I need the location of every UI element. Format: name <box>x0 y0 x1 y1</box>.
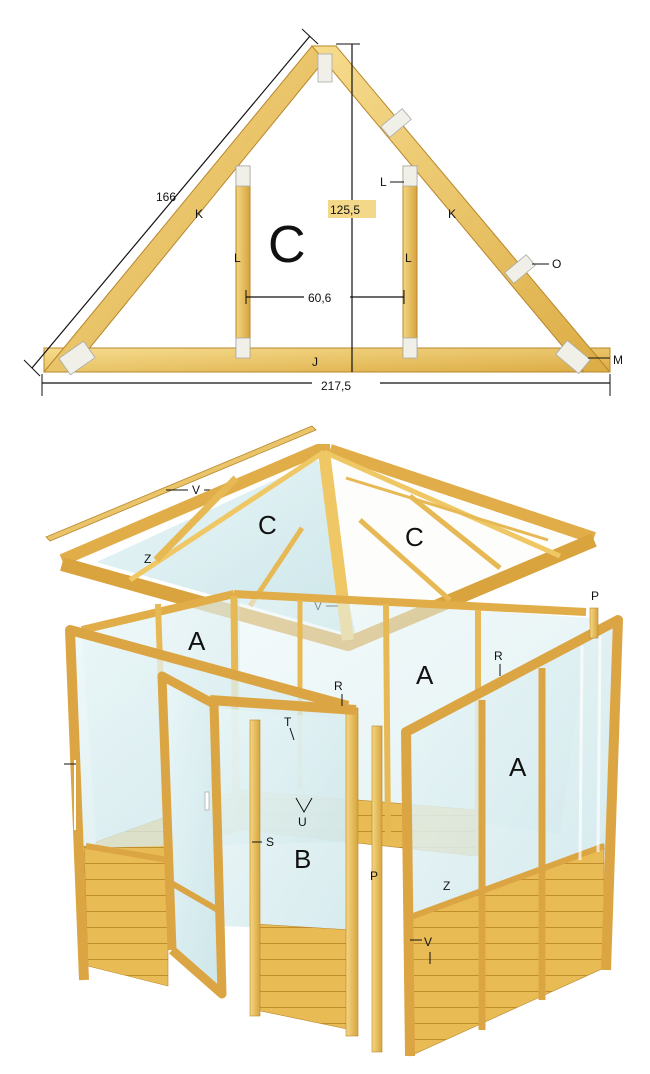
left-rafter <box>42 45 338 373</box>
label-s: S <box>266 835 274 849</box>
tie-beam <box>43 347 611 373</box>
left-post-top-plate <box>235 165 251 187</box>
right-wall-panel: A R Z V P <box>401 589 623 1057</box>
door-handle <box>204 791 210 811</box>
front-wall-door-post <box>249 719 261 1017</box>
front-wall-glass <box>216 708 354 930</box>
height-value: 125,5 <box>330 203 360 217</box>
rafter-splice-plate <box>380 108 412 138</box>
plate-o-label: O <box>552 257 561 271</box>
rafter-length-value: 166 <box>156 190 176 204</box>
wall-panel-label-left: A <box>188 626 206 656</box>
label-z-right: Z <box>443 879 450 893</box>
label-r-right: R <box>494 649 503 663</box>
wall-panel-label-right: A <box>509 752 527 782</box>
label-u: U <box>298 815 307 829</box>
tie-label: J <box>312 355 318 369</box>
front-wall-right-post <box>345 707 359 1037</box>
label-v-ridge: V <box>192 483 200 497</box>
label-p-back: P <box>591 589 599 603</box>
front-wall-plinth <box>255 923 353 1031</box>
label-v-right: V <box>424 935 432 949</box>
left-heel-plate <box>58 340 96 376</box>
right-wall-frame <box>401 615 623 1057</box>
apex-plate <box>317 53 333 83</box>
span-dimension: 217,5 <box>41 374 611 396</box>
front-wall-door: R B S T U <box>209 679 359 1037</box>
left-post-label: L <box>234 251 241 265</box>
right-post-top-plate <box>402 165 418 187</box>
truss-section-letter: C <box>268 216 306 274</box>
inner-span-value: 60,6 <box>308 291 332 305</box>
label-r-front: R <box>334 679 343 693</box>
door-frame <box>157 671 227 999</box>
label-t: T <box>284 715 292 729</box>
roof-panel-label-right: C <box>405 522 424 552</box>
corner-post-front <box>371 725 383 1053</box>
open-door <box>157 671 227 999</box>
left-rafter-label: K <box>195 207 203 221</box>
height-dimension: 125,5 <box>328 43 376 372</box>
roof-frame-left <box>59 444 330 566</box>
span-value: 217,5 <box>321 379 351 393</box>
right-wall-glass <box>410 626 614 918</box>
right-heel-plate <box>555 339 591 375</box>
label-z-roof: Z <box>144 552 151 566</box>
rafter-plate-o <box>504 254 536 284</box>
left-wall-plinth <box>83 845 169 987</box>
right-rafter-label: K <box>448 207 456 221</box>
rafter-length-dimension: 166 <box>23 28 319 377</box>
truss-drawing: 166 125,5 60,6 217,5 C K K L <box>23 28 623 396</box>
right-post-label: L <box>405 251 412 265</box>
top-post-label: L <box>380 175 387 189</box>
inner-span-dimension: 60,6 <box>245 290 405 305</box>
right-post-bottom-plate <box>402 337 418 359</box>
label-p-front: P <box>370 869 378 883</box>
plate-m-label: M <box>613 353 623 367</box>
roof-open-right <box>330 460 580 640</box>
ridge-batten <box>45 425 317 542</box>
roof-frame-right <box>328 444 596 544</box>
wall-panel-label-center: A <box>416 660 434 690</box>
roof-glass-left <box>88 460 356 636</box>
left-post-bottom-plate <box>235 337 251 359</box>
left-wall-frame <box>65 625 350 981</box>
door-panel-label: B <box>294 844 311 874</box>
door-glass <box>164 680 220 992</box>
corner-post-back <box>589 607 599 639</box>
roof-panel-label-left: C <box>258 510 277 540</box>
greenhouse-exploded-view: V C C Z V <box>45 425 623 1057</box>
